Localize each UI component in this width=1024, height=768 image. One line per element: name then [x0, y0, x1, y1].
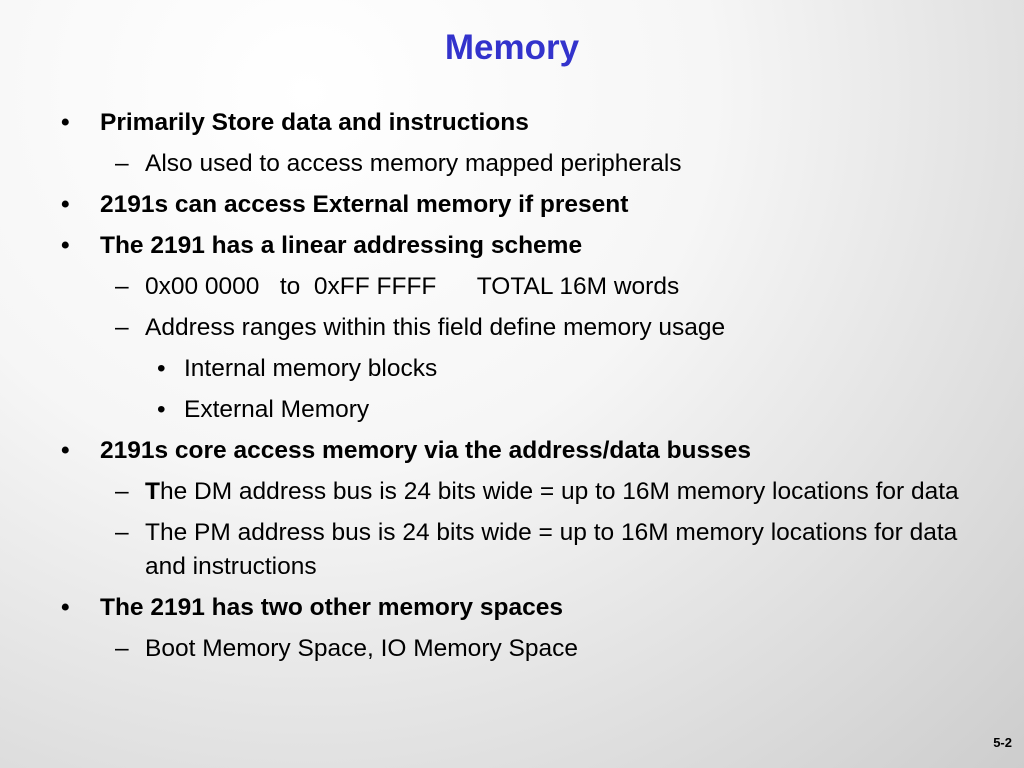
- sub-bullet-item: – Address ranges within this field defin…: [0, 311, 1024, 345]
- sub-bullet-text: Address ranges within this field define …: [145, 314, 726, 341]
- bullet-item: • The 2191 has two other memory spaces: [0, 591, 1024, 625]
- dash-marker: –: [115, 478, 129, 505]
- sub-bullet-text: Also used to access memory mapped periph…: [145, 150, 682, 177]
- sub-sub-bullet-text: External Memory: [184, 396, 370, 423]
- bullet-marker: •: [61, 109, 70, 136]
- bullet-text: 2191s can access External memory if pres…: [100, 191, 629, 218]
- sub-sub-bullet-item: • Internal memory blocks: [0, 352, 1024, 386]
- bullet-text: 2191s core access memory via the address…: [100, 437, 751, 464]
- bullet-text: The 2191 has a linear addressing scheme: [100, 232, 583, 259]
- sub-bullet-text: Boot Memory Space, IO Memory Space: [145, 635, 578, 662]
- sub-bullet-text-rest: he DM address bus is 24 bits wide = up t…: [159, 478, 959, 505]
- bold-initial: T: [145, 478, 160, 505]
- bullet-marker: •: [61, 232, 70, 259]
- bullet-marker: •: [157, 396, 166, 423]
- bullet-item: • 2191s can access External memory if pr…: [0, 188, 1024, 222]
- sub-bullet-item: – Boot Memory Space, IO Memory Space: [0, 632, 1024, 666]
- bullet-item: • Primarily Store data and instructions: [0, 106, 1024, 140]
- bullet-marker: •: [61, 594, 70, 621]
- sub-sub-bullet-item: • External Memory: [0, 393, 1024, 427]
- sub-bullet-text: The DM address bus is 24 bits wide = up …: [145, 478, 959, 505]
- bullet-text: The 2191 has two other memory spaces: [100, 594, 563, 621]
- bullet-text: Primarily Store data and instructions: [100, 109, 529, 136]
- sub-sub-bullet-text: Internal memory blocks: [184, 355, 438, 382]
- slide-number: 5-2: [993, 735, 1012, 750]
- dash-marker: –: [115, 314, 129, 341]
- bullet-marker: •: [157, 355, 166, 382]
- bullet-item: • 2191s core access memory via the addre…: [0, 434, 1024, 468]
- sub-bullet-item: – The PM address bus is 24 bits wide = u…: [0, 516, 1024, 584]
- dash-marker: –: [115, 635, 129, 662]
- sub-bullet-text: The PM address bus is 24 bits wide = up …: [145, 519, 958, 580]
- dash-marker: –: [115, 519, 129, 546]
- slide-content: • Primarily Store data and instructions …: [0, 106, 1024, 673]
- sub-bullet-item: – The DM address bus is 24 bits wide = u…: [0, 475, 1024, 509]
- bullet-marker: •: [61, 437, 70, 464]
- dash-marker: –: [115, 273, 129, 300]
- bullet-marker: •: [61, 191, 70, 218]
- slide-title: Memory: [444, 28, 580, 67]
- bullet-item: • The 2191 has a linear addressing schem…: [0, 229, 1024, 263]
- dash-marker: –: [115, 150, 129, 177]
- sub-bullet-item: – 0x00 0000 to 0xFF FFFF TOTAL 16M words: [0, 270, 1024, 304]
- address-range-text: 0x00 0000 to 0xFF FFFF TOTAL 16M words: [145, 273, 680, 300]
- sub-bullet-item: – Also used to access memory mapped peri…: [0, 147, 1024, 181]
